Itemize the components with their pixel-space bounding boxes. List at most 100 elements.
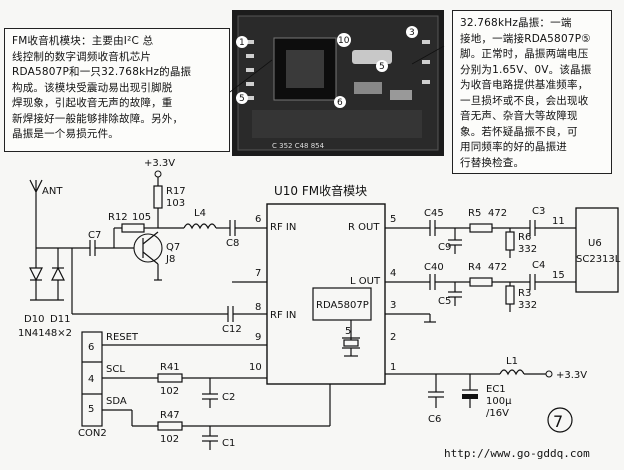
pin-number: 1 (390, 362, 396, 373)
component-label: R47 (160, 410, 180, 421)
note-line: 脚。正常时，晶振两端电压 (460, 48, 589, 60)
component-label: U6 (588, 238, 602, 249)
figure-number-badge (547, 407, 573, 433)
note-line: 音无声、杂音大等故障现 (460, 110, 578, 122)
component-label: C2 (222, 392, 235, 403)
signal-sda: SDA (106, 396, 127, 407)
component-label: C7 (88, 230, 101, 241)
transistor-q7 (133, 233, 163, 263)
note-line: 晶振是一个易损元件。 (12, 128, 119, 140)
antenna-label: ANT (42, 186, 63, 197)
resistor-r17 (153, 185, 163, 209)
pin-number: 5 (390, 214, 396, 225)
note-line: 象。若怀疑晶振不良，可 (460, 125, 578, 138)
component-value: 332 (518, 244, 537, 255)
note-line: 新焊接好一般能够排除故障。另外， (12, 112, 184, 125)
component-label: C1 (222, 438, 235, 449)
note-line: 用同频率的好的晶振进 (460, 141, 567, 153)
component-value: 1N4148×2 (18, 328, 72, 339)
component-label: D10 (24, 314, 44, 325)
ic-u6 (575, 207, 619, 293)
con2-pin: 4 (88, 374, 94, 385)
note-line: 焊现象，引起收音无声的故障，重 (12, 97, 173, 109)
photo-callout: 10 (338, 36, 350, 46)
note-line: 一旦损坏或不良，会出现收 (460, 94, 589, 107)
component-label: R41 (160, 362, 180, 373)
resistor-r12 (121, 223, 145, 233)
fm-module-note: FM收音机模块：主要由I²C 总 线控制的数字调频收音机芯片 RDA5807P和… (4, 28, 230, 152)
component-label: C45 (424, 208, 444, 219)
con2-pin: 5 (88, 404, 94, 415)
inductor-l4 (183, 223, 217, 230)
crystal-note: 32.768kHz晶振：一端 接地，一端接RDA5807P⑤ 脚。正常时，晶振两… (452, 10, 612, 174)
note-line: 行替换检查。 (460, 156, 525, 169)
component-label: R17 (166, 186, 186, 197)
signal-reset: RESET (106, 332, 139, 343)
component-value: 472 (488, 262, 507, 273)
figure-number: 7 (553, 412, 563, 431)
resistor-r3 (505, 285, 515, 305)
component-value: J8 (165, 254, 175, 265)
electrolytic-cap-ec1 (462, 394, 478, 399)
resistor-r4 (469, 277, 493, 287)
component-label: R12 (108, 212, 128, 223)
photo-callout: 3 (409, 28, 415, 38)
fm-module-box (266, 203, 386, 385)
component-label: C5 (438, 296, 451, 307)
rf-in-port: RF IN (270, 310, 296, 321)
component-label: R3 (518, 288, 531, 299)
pin-number: 4 (390, 268, 396, 279)
l-out-port: L OUT (350, 276, 381, 287)
component-label: EC1 (486, 384, 506, 395)
component-label: C12 (222, 324, 242, 335)
u6-pin: 11 (552, 216, 565, 227)
diode-d10 (29, 267, 43, 282)
resistor-r41 (157, 373, 183, 383)
component-label: C9 (438, 242, 451, 253)
u6-pin: 15 (552, 270, 565, 281)
note-line: 分别为1.65V、0V。该晶振 (460, 63, 592, 76)
pin-number: 8 (255, 302, 261, 313)
component-value: 102 (160, 434, 179, 445)
component-label: L4 (194, 208, 206, 219)
resistor-r6 (505, 231, 515, 251)
component-value: 100μ (486, 396, 512, 407)
board-silkscreen: C 352 C48 854 (272, 142, 325, 150)
rf-in-port: RF IN (270, 222, 296, 233)
resistor-r5 (469, 223, 493, 233)
diode-d11 (51, 266, 65, 281)
antenna-icon (29, 179, 43, 248)
component-value: SC2313L (576, 254, 621, 265)
component-value: /16V (486, 408, 509, 419)
component-value: 332 (518, 300, 537, 311)
con2-label: CON2 (78, 428, 107, 439)
pin-number: 3 (390, 300, 396, 311)
component-value: 102 (160, 386, 179, 397)
note-line: 32.768kHz晶振：一端 (460, 17, 572, 29)
component-label: C6 (428, 414, 441, 425)
connector-con2 (81, 331, 103, 427)
note-line: 线控制的数字调频收音机芯片 (12, 50, 152, 63)
supply-label: +3.3V (144, 158, 175, 169)
photo-callout: 1 (239, 38, 245, 48)
note-line: 构成。该模块受震动易出现引脚脱 (12, 81, 173, 94)
component-value: 103 (166, 198, 185, 209)
component-label: C3 (532, 206, 545, 217)
source-url: http://www.go-gddq.com (444, 447, 590, 460)
note-line: FM收音机模块：主要由I²C 总 (12, 35, 154, 47)
component-label: R5 (468, 208, 481, 219)
inductor-l1 (499, 369, 525, 376)
module-title: U10 FM收音模块 (274, 183, 367, 198)
photo-callout: 5 (379, 62, 385, 72)
pin-number: 9 (255, 332, 261, 343)
component-label: Q7 (166, 242, 180, 253)
chip-box (312, 287, 372, 321)
note-line: 接地，一端接RDA5807P⑤ (460, 32, 591, 45)
pin-number: 7 (255, 268, 261, 279)
signal-scl: SCL (106, 364, 125, 375)
component-value: 472 (488, 208, 507, 219)
resistor-r47 (157, 421, 183, 431)
note-line: RDA5807P和一只32.768kHz的晶振 (12, 66, 192, 78)
component-label: C4 (532, 260, 545, 271)
